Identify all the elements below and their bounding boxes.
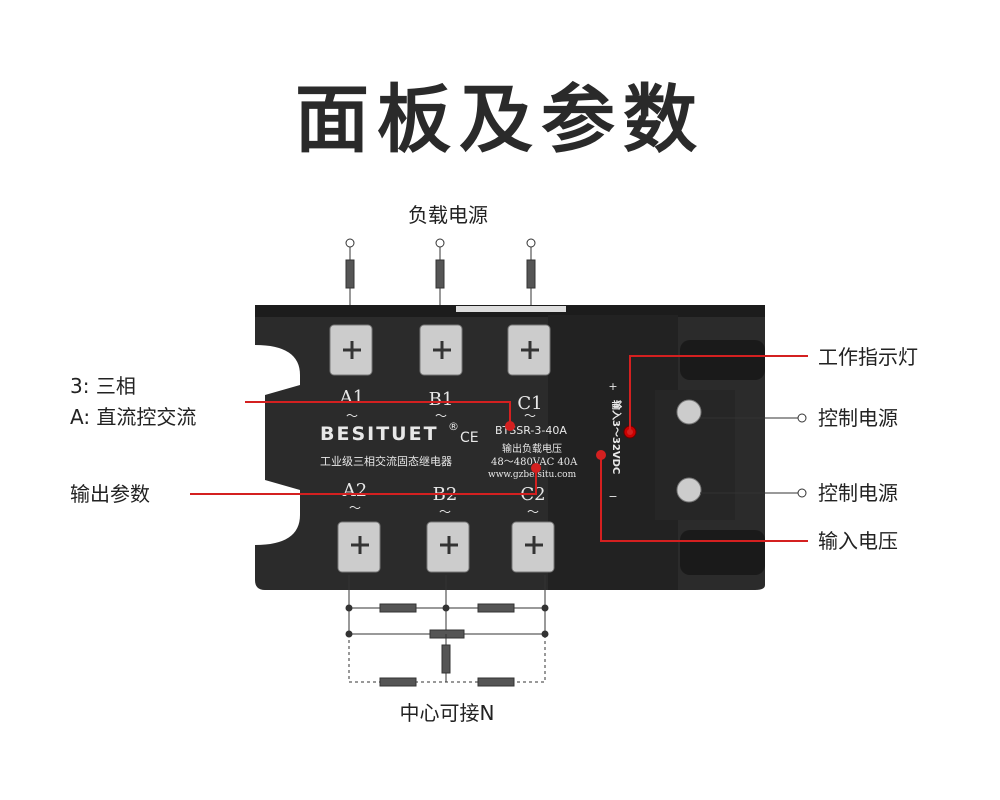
ac-symbol: ～ [439, 505, 451, 519]
label-input-voltage: 输入电压 [818, 529, 898, 553]
output-label: 输出负载电压 [502, 442, 562, 455]
label-control-power-1: 控制电源 [818, 406, 898, 430]
label-indicator: 工作指示灯 [818, 345, 918, 369]
label-neutral: 中心可接N [400, 701, 495, 725]
label-load-power: 负载电源 [408, 203, 488, 227]
load-resistors-top [345, 238, 536, 312]
terminal-a1: A1 [339, 387, 364, 408]
leader-lines [190, 355, 808, 542]
output-spec: 48～480VAC 40A [491, 457, 578, 468]
page-title: 面板及参数 [295, 77, 705, 163]
terminal-c1: C1 [517, 393, 542, 414]
label-output-params: 输出参数 [70, 482, 150, 506]
load-wiring-bottom [345, 575, 549, 687]
product-subtitle: 工业级三相交流固态继电器 [320, 454, 452, 468]
label-three-phase: 3: 三相 [70, 374, 136, 398]
label-dc-ac: A: 直流控交流 [70, 405, 196, 429]
ce-mark: CE [460, 430, 479, 446]
brand-logo: BESITUET [320, 423, 439, 445]
terminal-b1: B1 [429, 389, 454, 410]
plus-sign: + [608, 380, 617, 393]
label-control-power-2: 控制电源 [818, 481, 898, 505]
ac-symbol: ～ [524, 409, 536, 423]
ac-symbol: ～ [349, 501, 361, 515]
website: www.gzbeisitu.com [488, 470, 577, 480]
ac-symbol: ～ [346, 409, 358, 423]
terminal-a2: A2 [342, 480, 367, 501]
ac-symbol: ～ [527, 505, 539, 519]
ac-symbol: ～ [435, 409, 447, 423]
screw-terminals [329, 324, 702, 573]
registered-mark: ® [448, 420, 459, 433]
input-spec: 输入3～32VDC [610, 400, 623, 474]
minus-sign: − [608, 490, 617, 503]
